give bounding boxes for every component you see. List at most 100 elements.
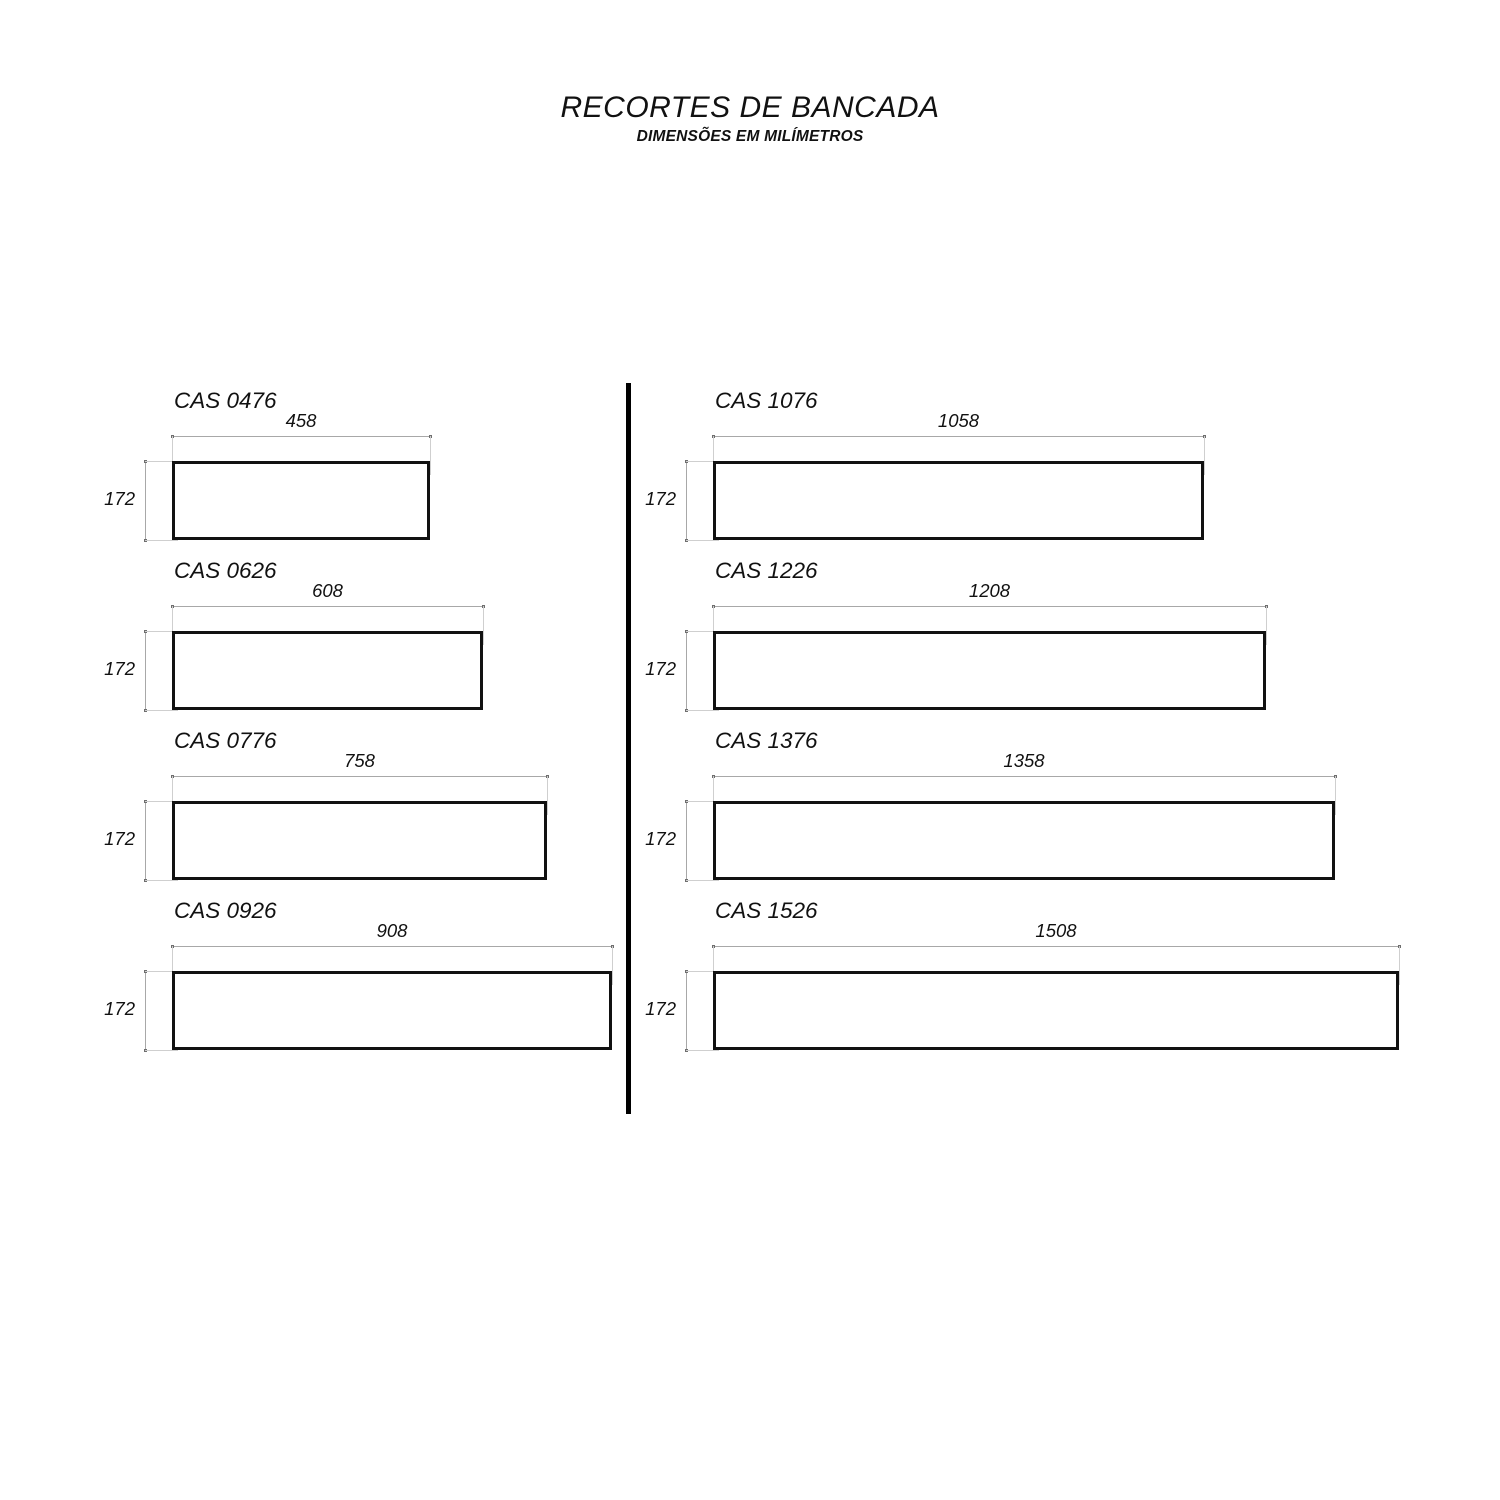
part-rectangle (172, 971, 612, 1050)
height-dimension-value: 172 (645, 657, 676, 679)
height-dimension-line (686, 461, 687, 540)
height-dimension-tick (144, 630, 147, 633)
height-dimension-tick (144, 800, 147, 803)
height-dimension-line (145, 971, 146, 1050)
part-rectangle (172, 461, 430, 540)
width-dimension-line (713, 436, 1204, 437)
height-dimension-tick (685, 1049, 688, 1052)
height-extension-line (145, 540, 178, 541)
height-dimension-tick (144, 970, 147, 973)
title-block: RECORTES DE BANCADA DIMENSÕES EM MILÍMET… (0, 92, 1500, 146)
part-code-label: CAS 1226 (715, 558, 818, 583)
height-dimension-tick (685, 879, 688, 882)
height-extension-line (686, 1050, 719, 1051)
width-extension-line (172, 436, 173, 461)
part-rectangle (172, 801, 547, 880)
width-dimension-value: 1508 (1035, 920, 1077, 941)
height-dimension-value: 172 (104, 827, 135, 849)
width-extension-line (713, 946, 714, 971)
width-dimension-value: 1058 (937, 410, 980, 431)
height-extension-line (145, 1050, 178, 1051)
part-rectangle (172, 631, 483, 710)
height-extension-line (686, 540, 719, 541)
height-dimension-tick (144, 709, 147, 712)
width-dimension-tick (611, 945, 614, 948)
width-dimension-line (172, 946, 612, 947)
width-dimension-tick (546, 775, 549, 778)
height-dimension-line (145, 631, 146, 710)
width-dimension-tick (429, 435, 432, 438)
part-rectangle (713, 461, 1204, 540)
width-dimension-line (172, 776, 547, 777)
height-dimension-tick (685, 539, 688, 542)
height-dimension-tick (685, 630, 688, 633)
height-dimension-line (686, 631, 687, 710)
height-dimension-tick (144, 460, 147, 463)
width-dimension-tick (171, 435, 174, 438)
height-extension-line (686, 631, 719, 632)
width-extension-line (172, 946, 173, 971)
height-dimension-value: 172 (645, 487, 676, 509)
width-dimension-value: 458 (285, 410, 317, 431)
width-dimension-tick (171, 605, 174, 608)
width-extension-line (483, 606, 484, 645)
width-dimension-value: 908 (376, 920, 408, 941)
column-divider (626, 383, 631, 1114)
width-extension-line (172, 776, 173, 801)
width-extension-line (1204, 436, 1205, 475)
height-dimension-tick (144, 879, 147, 882)
height-extension-line (686, 710, 719, 711)
width-dimension-tick (712, 435, 715, 438)
width-dimension-value: 758 (344, 750, 375, 771)
height-dimension-line (145, 461, 146, 540)
height-dimension-tick (685, 970, 688, 973)
width-extension-line (547, 776, 548, 815)
width-dimension-tick (1398, 945, 1401, 948)
height-extension-line (145, 461, 178, 462)
height-extension-line (686, 971, 719, 972)
height-dimension-line (686, 971, 687, 1050)
part-rectangle (713, 631, 1266, 710)
width-dimension-value: 1208 (968, 580, 1011, 601)
part-code-label: CAS 1076 (715, 388, 818, 413)
height-dimension-tick (685, 709, 688, 712)
width-extension-line (713, 606, 714, 631)
height-extension-line (686, 880, 719, 881)
height-extension-line (145, 880, 178, 881)
height-dimension-value: 172 (645, 997, 676, 1019)
width-dimension-line (172, 436, 430, 437)
width-dimension-tick (712, 605, 715, 608)
part-code-label: CAS 0626 (174, 558, 277, 583)
height-dimension-value: 172 (104, 657, 135, 679)
part-code-label: CAS 1376 (715, 728, 818, 753)
page-title: RECORTES DE BANCADA (560, 91, 940, 124)
height-extension-line (145, 631, 178, 632)
width-dimension-tick (171, 945, 174, 948)
width-extension-line (713, 776, 714, 801)
height-dimension-value: 172 (104, 487, 135, 509)
width-extension-line (430, 436, 431, 475)
part-code-label: CAS 0476 (174, 388, 277, 413)
width-dimension-tick (1265, 605, 1268, 608)
part-rectangle (713, 801, 1335, 880)
part-code-label: CAS 0926 (174, 898, 277, 923)
height-extension-line (145, 710, 178, 711)
height-dimension-line (145, 801, 146, 880)
width-extension-line (612, 946, 613, 985)
width-extension-line (1335, 776, 1336, 815)
height-extension-line (686, 461, 719, 462)
width-extension-line (1399, 946, 1400, 985)
width-extension-line (713, 436, 714, 461)
width-extension-line (1266, 606, 1267, 645)
height-dimension-value: 172 (645, 827, 676, 849)
height-dimension-tick (144, 1049, 147, 1052)
height-extension-line (145, 971, 178, 972)
